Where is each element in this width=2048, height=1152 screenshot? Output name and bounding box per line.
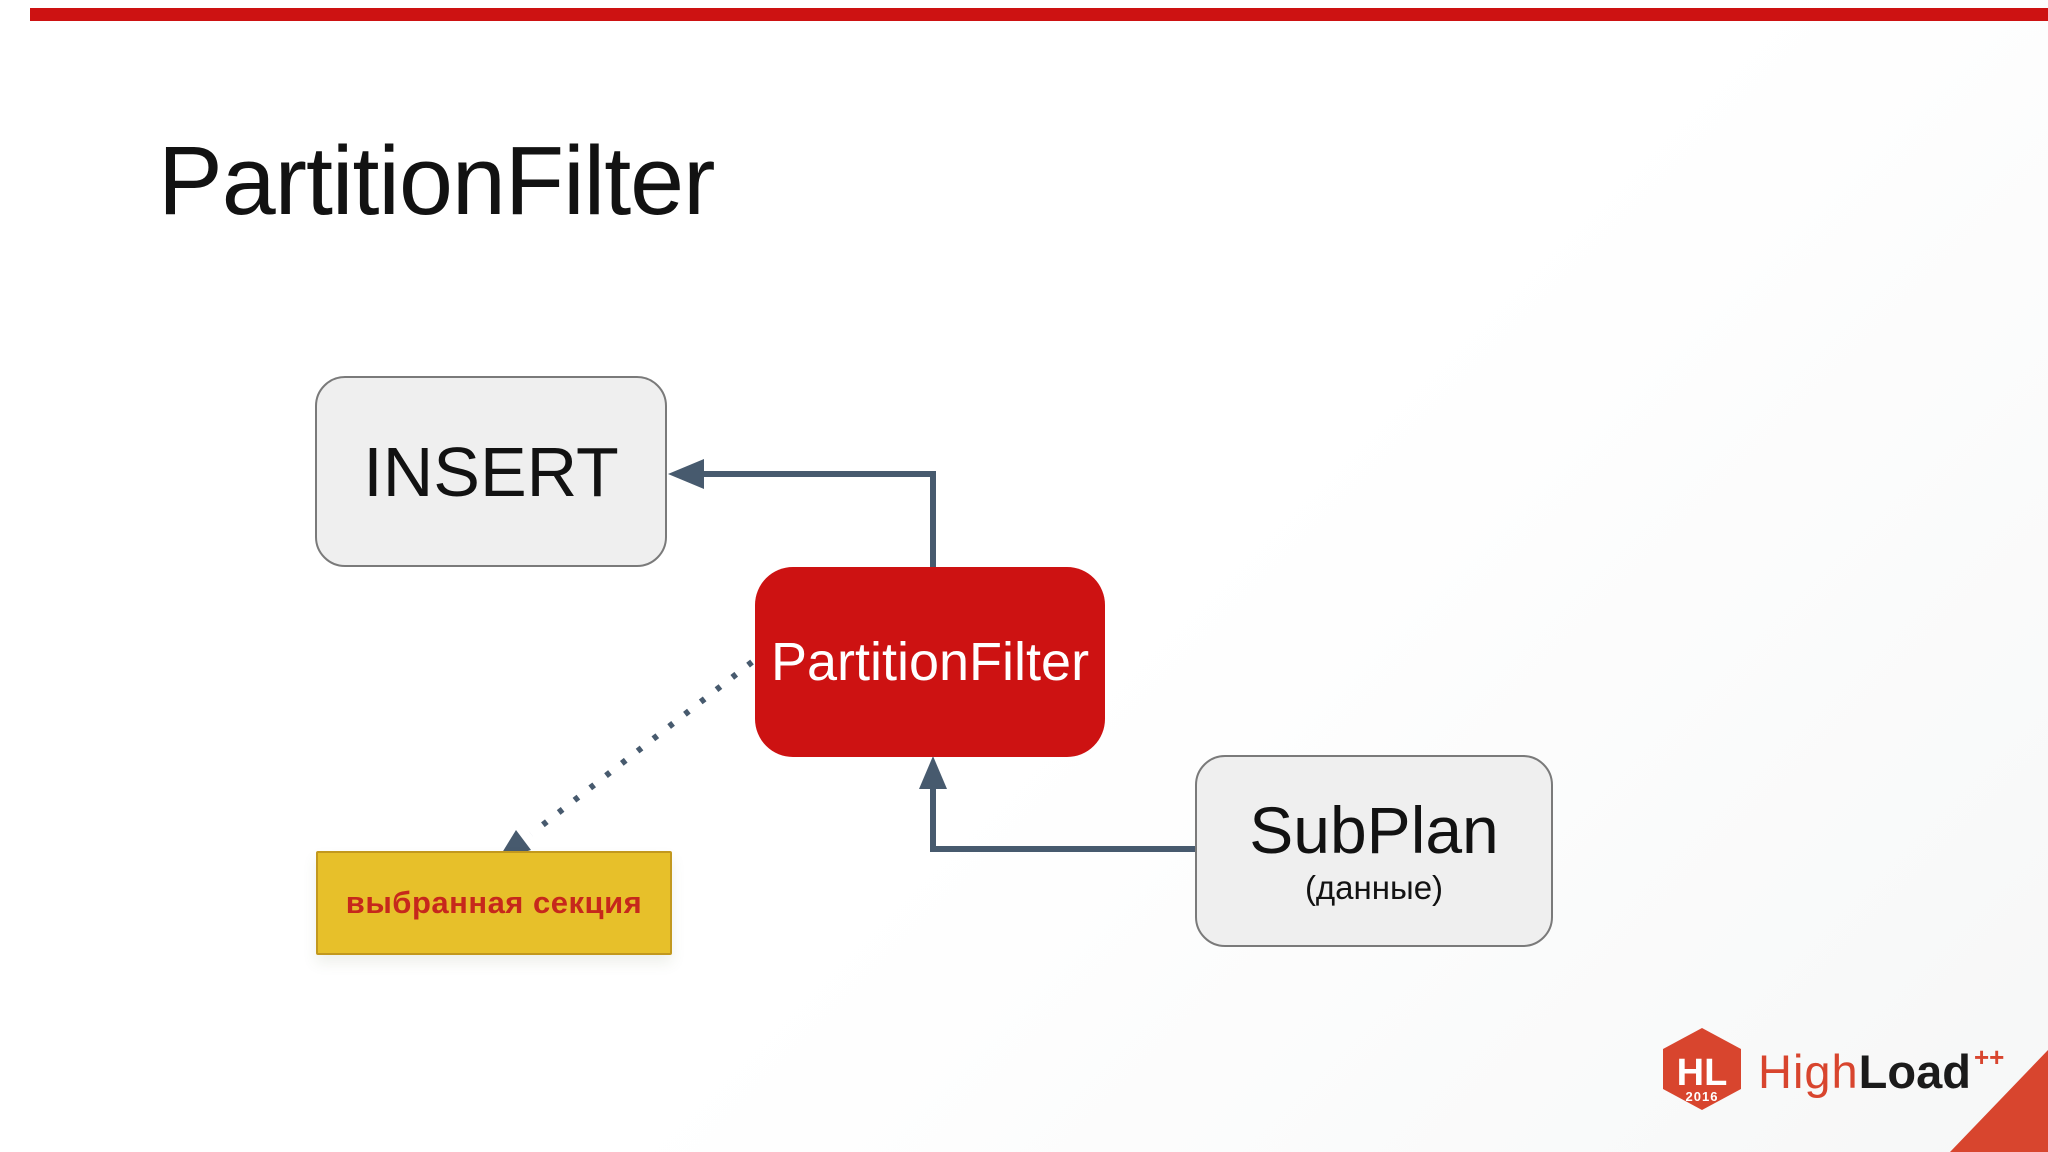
corner-triangle [1950,1050,2048,1152]
node-partition-filter: PartitionFilter [755,567,1105,757]
node-insert: INSERT [315,376,667,567]
logo-plus-plus: ++ [1973,1042,2005,1072]
logo-word-high: High [1758,1045,1859,1098]
hl-hexagon-icon: HL 2016 [1663,1028,1741,1110]
node-subplan: SubPlan (данные) [1195,755,1553,947]
node-selected-partition: выбранная секция [316,851,672,955]
highload-wordmark: HighLoad++ [1758,1028,2004,1099]
arrow-partitionfilter-to-insert-head [668,459,704,489]
top-accent-bar [30,8,2048,21]
arrow-partitionfilter-to-insert-line [702,471,936,567]
node-selected-partition-label: выбранная секция [345,885,643,920]
highload-logo: HL 2016 HighLoad++ [1662,1028,2004,1110]
node-insert-label: INSERT [363,432,619,511]
node-subplan-sublabel: (данные) [1304,868,1444,906]
dotted-arrow-to-selected-partition-line [529,659,754,837]
arrow-subplan-to-partitionfilter-head [919,756,947,789]
node-partition-filter-label: PartitionFilter [770,632,1090,692]
logo-word-load: Load [1858,1045,1971,1098]
node-subplan-label: SubPlan [1249,793,1499,868]
hl-hexagon-year: 2016 [1686,1089,1719,1104]
page-title: PartitionFilter [158,126,715,235]
arrow-subplan-to-partitionfilter-line [930,786,1196,852]
hl-hexagon-label: HL [1677,1052,1728,1094]
